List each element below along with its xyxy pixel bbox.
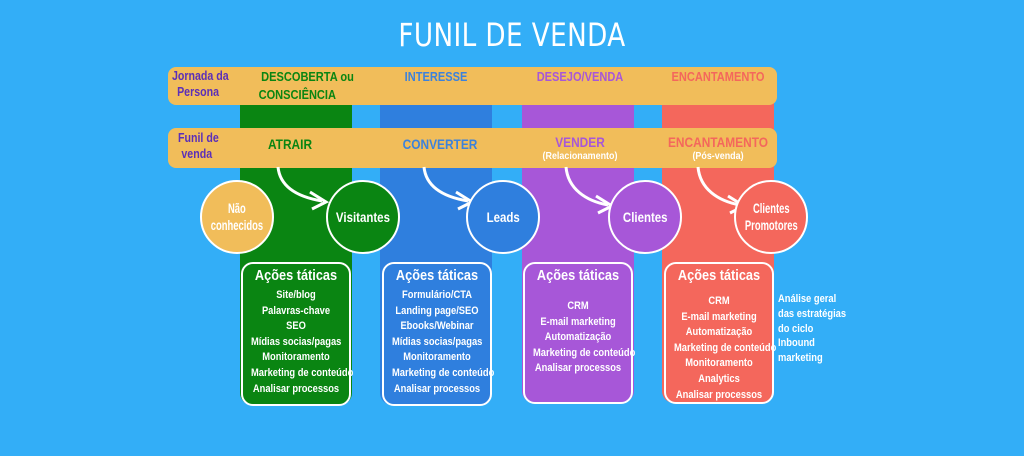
tactic-item: Analisar processos bbox=[393, 382, 481, 395]
tactic-item: Monitoramento bbox=[262, 351, 330, 364]
funnel-band-label: Funil de venda bbox=[178, 130, 219, 162]
journey-band bbox=[168, 67, 777, 105]
side-note-line: do ciclo bbox=[778, 322, 814, 335]
tactics-title: Ações táticas bbox=[677, 267, 761, 284]
journey-label-line2: Persona bbox=[177, 85, 220, 99]
journey-stage-delight: ENCANTAMENTO bbox=[671, 69, 765, 84]
tactic-item: Automatização bbox=[685, 326, 753, 339]
tactic-item: Marketing de conteúdo bbox=[391, 366, 495, 379]
tactics-list: CRM E-mail marketing Automatização Marke… bbox=[666, 294, 777, 403]
tactic-item: Analisar processos bbox=[252, 382, 340, 395]
tactics-box-convert: Ações táticas Formulário/CTA Landing pag… bbox=[382, 262, 495, 406]
journey-label-line1: Jornada da bbox=[172, 69, 229, 83]
arrow-icon bbox=[276, 166, 330, 211]
tactic-item: CRM bbox=[708, 295, 730, 307]
tactic-item: Marketing de conteúdo bbox=[673, 341, 777, 354]
circle-visitors-label: Visitantes bbox=[335, 208, 391, 225]
tactic-item: Palavras-chave bbox=[261, 304, 331, 317]
circle-not-known-line2: conhecidos bbox=[210, 217, 264, 233]
tactics-list: CRM E-mail marketing Automatização Marke… bbox=[525, 299, 636, 377]
tactics-title: Ações táticas bbox=[254, 267, 338, 284]
funnel-band bbox=[168, 128, 777, 168]
tactics-list: Site/blog Palavras-chave SEO Mídias soci… bbox=[243, 288, 354, 397]
tactic-item: E-mail marketing bbox=[681, 310, 757, 323]
journey-stage-discovery-line1: DESCOBERTA ou bbox=[261, 69, 354, 84]
tactic-item: SEO bbox=[286, 320, 306, 333]
funnel-stage-delight: ENCANTAMENTO bbox=[667, 134, 769, 150]
circle-leads-label: Leads bbox=[486, 208, 520, 225]
diagram-title: FUNIL DE VENDA bbox=[398, 16, 626, 54]
tactics-title: Ações táticas bbox=[536, 267, 620, 284]
circle-not-known-line1: Não bbox=[228, 200, 246, 216]
funnel-stage-convert: CONVERTER bbox=[402, 136, 478, 152]
tactics-list: Formulário/CTA Landing page/SEO Ebooks/W… bbox=[384, 288, 495, 397]
journey-band-label: Jornada da Persona bbox=[172, 68, 229, 100]
side-note-line: Inbound bbox=[778, 337, 815, 350]
tactic-item: Mídias socias/pagas bbox=[250, 335, 342, 348]
tactic-item: Analisar processos bbox=[534, 362, 622, 375]
funnel-stage-attract: ATRAIR bbox=[267, 136, 313, 152]
tactic-item: Marketing de conteúdo bbox=[250, 366, 354, 379]
tactic-item: Automatização bbox=[544, 331, 612, 344]
tactic-item: Formulário/CTA bbox=[402, 289, 472, 301]
side-note-line: Análise geral bbox=[778, 293, 837, 305]
circle-clients: Clientes bbox=[608, 180, 682, 254]
circle-leads: Leads bbox=[466, 180, 540, 254]
journey-stage-desire: DESEJO/VENDA bbox=[536, 69, 624, 84]
side-note-line: das estratégias bbox=[778, 307, 847, 320]
tactics-box-attract: Ações táticas Site/blog Palavras-chave S… bbox=[241, 262, 354, 406]
tactics-title: Ações táticas bbox=[395, 267, 479, 284]
tactic-item: Analytics bbox=[698, 372, 740, 385]
tactic-item: Landing page/SEO bbox=[395, 304, 479, 317]
journey-stage-interest: INTERESSE bbox=[404, 69, 468, 84]
journey-stage-discovery: DESCOBERTA ou CONSCIÊNCIA bbox=[250, 68, 365, 104]
tactics-box-delight: Ações táticas CRM E-mail marketing Autom… bbox=[664, 262, 777, 404]
funnel-stage-delight-sub: (Pós-venda) bbox=[692, 150, 744, 162]
funnel-stage-sell: VENDER bbox=[555, 134, 605, 150]
circle-promoters-line1: Clientes bbox=[752, 200, 790, 216]
funnel-label-line1: Funil de bbox=[178, 131, 219, 145]
circle-promoters-line2: Promotores bbox=[744, 217, 798, 233]
side-note: Análise geral das estratégias do ciclo I… bbox=[778, 292, 846, 366]
tactic-item: CRM bbox=[567, 300, 589, 312]
tactic-item: Ebooks/Webinar bbox=[400, 320, 474, 333]
tactic-item: Monitoramento bbox=[685, 357, 753, 370]
tactic-item: Monitoramento bbox=[403, 351, 471, 364]
tactic-item: Analisar processos bbox=[675, 388, 763, 401]
journey-stage-discovery-line2: CONSCIÊNCIA bbox=[258, 87, 336, 102]
circle-visitors: Visitantes bbox=[326, 180, 400, 254]
circle-clients-label: Clientes bbox=[622, 208, 668, 225]
funnel-label-line2: venda bbox=[181, 147, 213, 161]
tactic-item: Marketing de conteúdo bbox=[532, 346, 636, 359]
tactic-item: Mídias socias/pagas bbox=[391, 335, 483, 348]
funnel-stage-sell-sub: (Relacionamento) bbox=[542, 150, 618, 162]
tactic-item: Site/blog bbox=[276, 289, 316, 301]
side-note-line: marketing bbox=[778, 352, 823, 365]
tactic-item: E-mail marketing bbox=[540, 315, 616, 328]
tactics-box-sell: Ações táticas CRM E-mail marketing Autom… bbox=[523, 262, 636, 404]
